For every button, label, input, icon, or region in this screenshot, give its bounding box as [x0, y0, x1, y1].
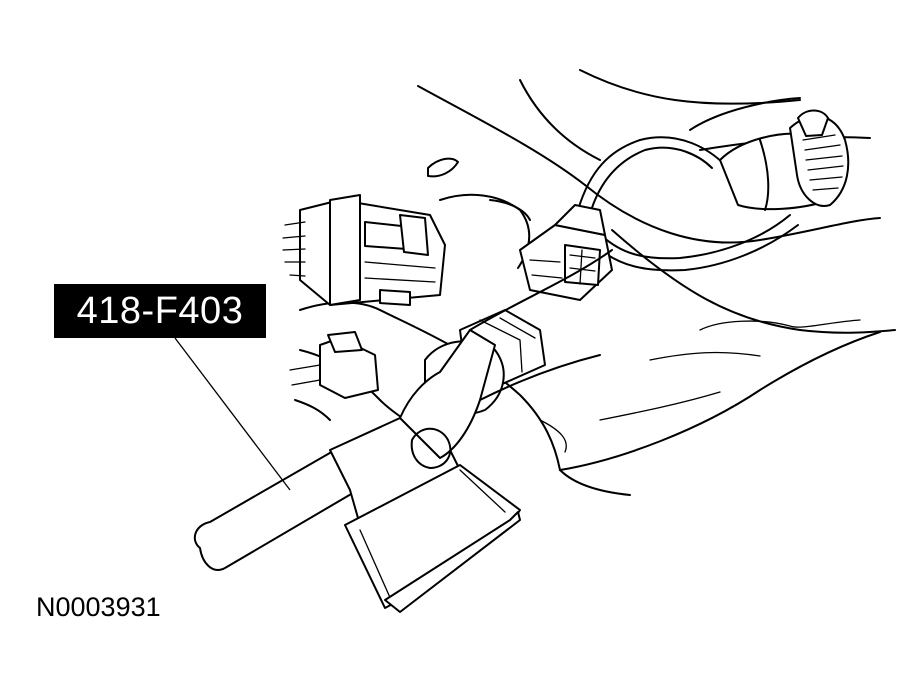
electrical-connector-lower: [289, 331, 379, 399]
figure-id-label: N0003931: [36, 592, 161, 622]
special-tool: [193, 249, 613, 613]
electrical-connector-left: [282, 194, 446, 306]
hose-clamp: [719, 109, 850, 211]
tool-number-label: 418-F403: [76, 289, 244, 332]
electrical-connector-center: [519, 204, 613, 301]
wiring-harness: [489, 136, 799, 272]
callout-leader-line: [174, 337, 291, 491]
tool-number-callout: 418-F403: [54, 284, 266, 338]
